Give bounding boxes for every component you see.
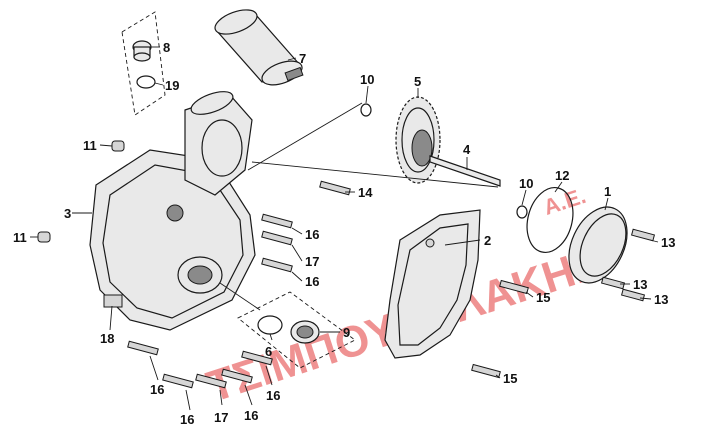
callout-16d: 16 [180,412,194,427]
part-2-inner-cover [384,209,481,359]
part-3-left-cover [89,91,256,331]
callout-19: 19 [165,78,179,93]
callout-15b: 15 [503,371,517,386]
callout-1: 1 [604,184,611,199]
group-box-6-9 [237,291,356,369]
part-9-plug [290,320,320,344]
callout-16c: 16 [150,382,164,397]
callout-13c: 13 [654,292,668,307]
callout-3: 3 [64,206,71,221]
callout-12: 12 [555,168,569,183]
group-box-8-19 [121,11,166,116]
part-12-gasket [526,187,574,253]
callout-16a: 16 [305,227,319,242]
callout-17a: 17 [305,254,319,269]
part-10-washer-a [360,103,372,117]
callout-16b: 16 [305,274,319,289]
callout-16e: 16 [244,408,258,423]
callout-11a: 11 [83,138,97,153]
bolts [127,180,656,389]
callout-10a: 10 [360,72,374,87]
callout-17b: 17 [214,410,228,425]
part-1-small-cover [568,206,628,284]
callout-5: 5 [414,74,421,89]
callout-2: 2 [484,233,491,248]
part-4-shaft [429,155,501,187]
callout-8: 8 [163,40,170,55]
callout-10b: 10 [519,176,533,191]
part-5-gear [395,96,441,184]
callout-13a: 13 [661,235,675,250]
callout-18: 18 [100,331,114,346]
part-18-dowel [103,294,123,308]
part-11-dowel-b [37,231,51,243]
leader-lines [30,46,659,411]
callouts: 8 19 7 11 11 3 18 10 5 4 10 12 1 2 13 13… [13,40,675,427]
part-19-oring [136,75,156,89]
part-7-starter-motor [214,9,304,86]
callout-15a: 15 [536,290,550,305]
callout-7: 7 [299,51,306,66]
callout-4: 4 [463,142,471,157]
part-6-oring [257,315,283,335]
part-10-washer-b [516,205,528,219]
callout-11b: 11 [13,230,27,245]
callout-13b: 13 [633,277,647,292]
callout-14: 14 [358,185,373,200]
part-8-plug [132,40,152,62]
callout-9: 9 [343,325,350,340]
callout-6: 6 [265,344,272,359]
callout-16f: 16 [266,388,280,403]
part-11-dowel-a [111,140,125,152]
